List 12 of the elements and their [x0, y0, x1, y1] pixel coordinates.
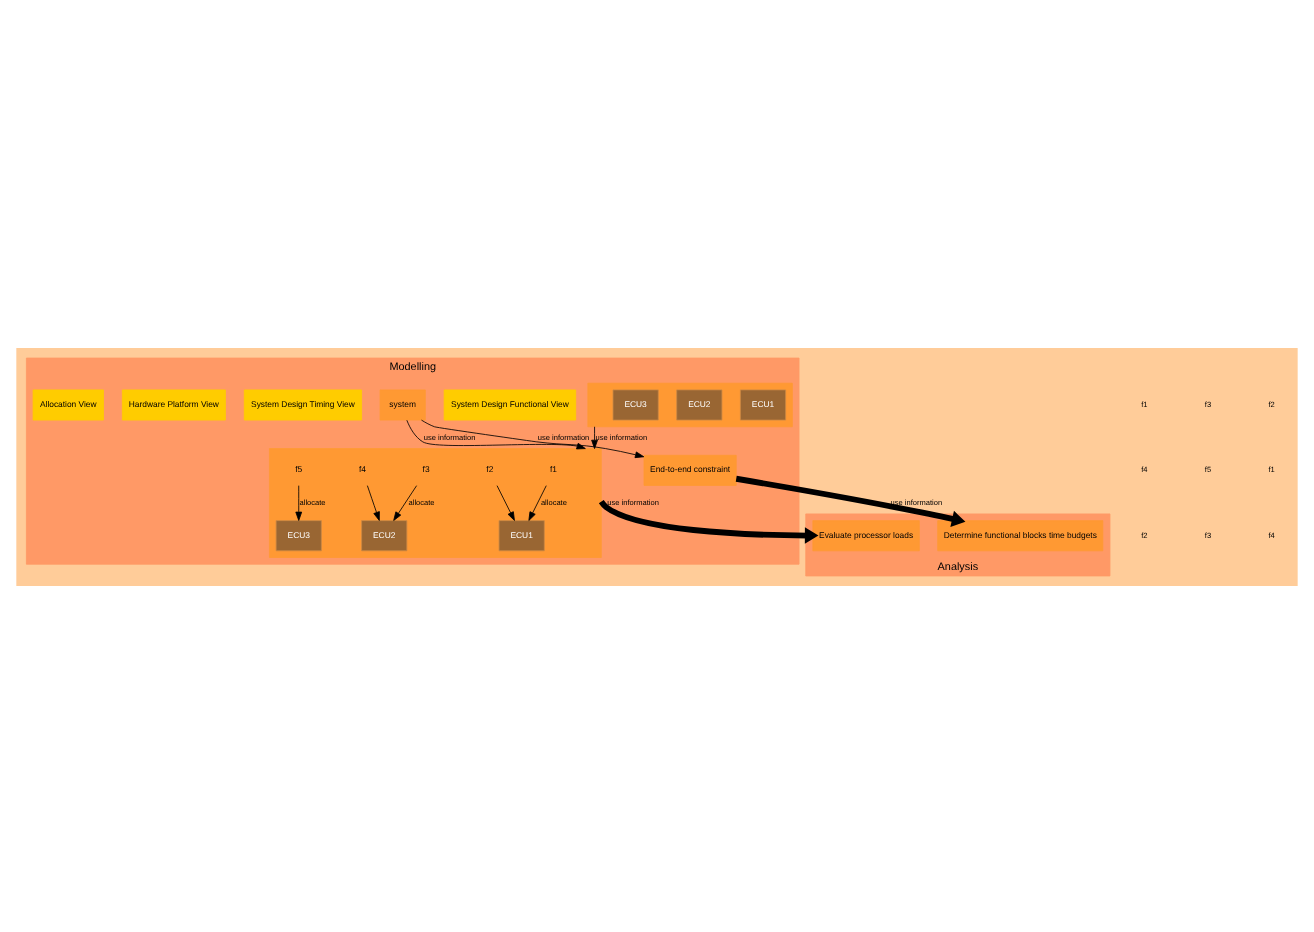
arrow [366, 484, 380, 520]
cluster [269, 447, 602, 557]
arrow [406, 418, 586, 449]
arrow [735, 474, 966, 526]
arrow [421, 418, 645, 458]
arrow [295, 484, 303, 520]
arrow [598, 498, 819, 543]
arrow [591, 425, 598, 448]
cluster [587, 381, 793, 427]
arrow [393, 484, 418, 520]
arrow [528, 484, 547, 520]
arrow [496, 484, 515, 520]
